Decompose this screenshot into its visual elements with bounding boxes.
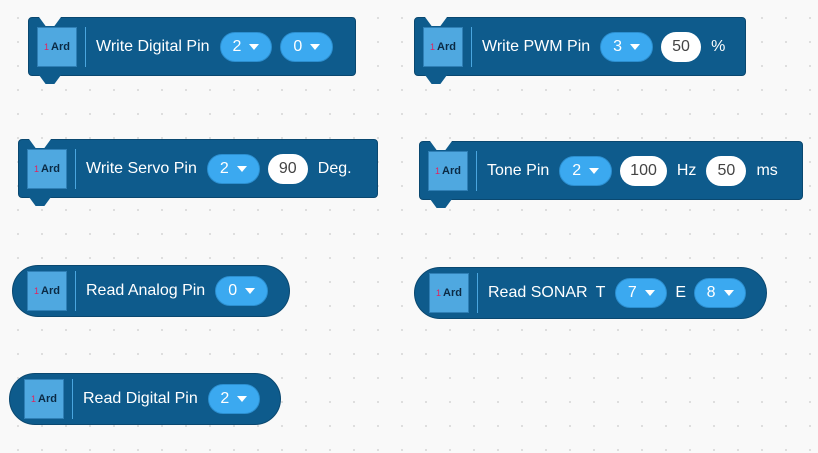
block-label: Read Digital Pin [83, 390, 198, 407]
block-separator [471, 26, 472, 67]
caret-down-icon [237, 396, 248, 402]
block-separator [85, 26, 86, 67]
unit-label: % [711, 37, 726, 55]
block-separator [476, 150, 477, 191]
block-label: Tone Pin [487, 161, 550, 179]
pin-dropdown[interactable]: 2 [559, 155, 613, 186]
pwm-value-input[interactable]: 50 [661, 31, 702, 62]
block-separator [75, 271, 76, 311]
caret-down-icon [249, 43, 260, 50]
frequency-input[interactable]: 100 [620, 155, 667, 186]
block-label: Read SONAR [488, 284, 588, 301]
unit-label: Hz [676, 161, 697, 179]
block-separator [477, 273, 478, 313]
pin-dropdown[interactable]: 2 [207, 384, 260, 414]
unit-label: ms [756, 161, 778, 179]
caret-down-icon [310, 43, 321, 50]
pin-dropdown[interactable]: 2 [206, 153, 260, 184]
trigger-pin-dropdown[interactable]: 7 [615, 278, 668, 308]
block-separator [75, 148, 76, 189]
block-label: Read Analog Pin [86, 282, 206, 299]
caret-down-icon [644, 290, 655, 296]
caret-down-icon [245, 288, 256, 294]
servo-angle-input[interactable]: 90 [267, 153, 308, 184]
echo-label: E [675, 284, 687, 301]
pin-dropdown[interactable]: 2 [219, 31, 273, 62]
caret-down-icon [589, 167, 600, 174]
caret-down-icon [236, 165, 247, 172]
pin-dropdown[interactable]: 0 [215, 276, 269, 306]
duration-input[interactable]: 50 [706, 155, 747, 186]
pin-dropdown[interactable]: 3 [600, 31, 654, 62]
echo-pin-dropdown[interactable]: 8 [694, 278, 747, 308]
block-label: Write Servo Pin [86, 159, 197, 177]
block-label: Write PWM Pin [482, 37, 591, 55]
trigger-label: T [595, 284, 606, 301]
value-dropdown[interactable]: 0 [280, 31, 334, 62]
unit-label: Deg. [317, 159, 352, 177]
caret-down-icon [723, 290, 734, 296]
caret-down-icon [630, 43, 641, 50]
block-separator [72, 379, 73, 419]
block-label: Write Digital Pin [96, 37, 210, 55]
